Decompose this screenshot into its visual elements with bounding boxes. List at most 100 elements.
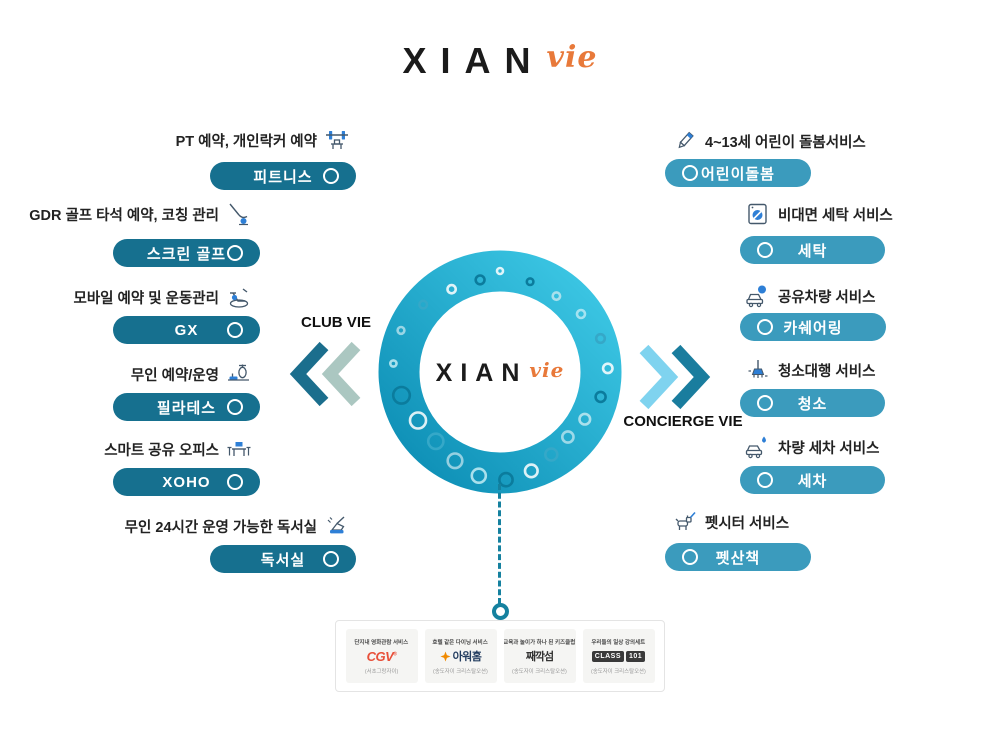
service-desc: 무인 24시간 운영 가능한 독서실	[124, 519, 317, 536]
brand-logo: XIANvie	[0, 40, 1000, 82]
pet-walk-button[interactable]: 펫산책	[665, 543, 811, 571]
xoho-button[interactable]: XOHO	[113, 468, 260, 496]
crayon-icon	[678, 131, 694, 149]
carshare-button[interactable]: 카쉐어링	[740, 313, 886, 341]
connector-endpoint-icon	[491, 603, 509, 620]
service-label-pilates: 무인 예약/운영	[131, 362, 252, 386]
cleaning-button[interactable]: 청소	[740, 389, 885, 417]
service-label-golf: GDR 골프 타석 예약, 코칭 관리	[29, 202, 252, 226]
button-ring-icon	[227, 322, 243, 338]
button-ring-icon	[227, 245, 243, 261]
concierge-vie-label: CONCIERGE VIE	[623, 413, 743, 430]
partner-caption: 교육과 놀이가 하나 된 키즈클럽	[503, 640, 576, 646]
fitness-icon	[326, 131, 348, 149]
service-desc: 4~13세 어린이 돌봄서비스	[705, 134, 866, 151]
brand-accent: vie	[546, 40, 598, 75]
center-brand-wordmark: XIAN	[435, 358, 528, 387]
partner-location: (송도자이 크리스탈오션)	[591, 669, 646, 675]
button-ring-icon	[757, 242, 773, 258]
ourhome-logo: 아워홈	[452, 651, 482, 663]
desk-icon	[227, 442, 251, 456]
fitness-button[interactable]: 피트니스	[210, 162, 356, 190]
golf-icon	[229, 203, 248, 226]
service-desc: GDR 골프 타석 예약, 코칭 관리	[29, 207, 219, 224]
carwash-button-label: 세차	[797, 472, 828, 490]
study-icon	[327, 516, 345, 534]
service-desc: PT 예약, 개인락커 예약	[175, 133, 317, 150]
pilates-button[interactable]: 필라테스	[113, 393, 260, 421]
partners-strip: 단지내 영화관람 서비스 CGV® (서초그랑자이) 호텔 같은 다이닝 서비스…	[335, 620, 665, 692]
cleaning-icon	[748, 360, 768, 378]
center-brand-accent: vie	[529, 357, 565, 382]
cgv-logo: CGV®	[366, 648, 397, 664]
ring-dots-decoration	[388, 266, 614, 488]
pilates-icon	[228, 364, 249, 381]
concierge-chevrons-icon	[639, 344, 711, 410]
carshare-button-label: 카쉐어링	[783, 319, 843, 337]
service-desc: 청소대행 서비스	[778, 363, 876, 380]
button-ring-icon	[323, 168, 339, 184]
button-ring-icon	[757, 472, 773, 488]
service-label-gx: 모바일 예약 및 운동관리	[74, 285, 253, 309]
service-desc: 무인 예약/운영	[130, 367, 219, 384]
carwash-icon	[745, 436, 766, 459]
service-label-pet: 펫시터 서비스	[672, 510, 789, 534]
laundry-icon	[748, 203, 767, 225]
club-vie-label: CLUB VIE	[300, 314, 371, 331]
partner-card-jjackkak: 교육과 놀이가 하나 된 키즈클럽 째깍섬 (송도자이 크리스탈오션)	[503, 629, 576, 683]
childcare-button-label: 어린이돌봄	[700, 165, 775, 183]
brand-wordmark: XIAN	[402, 40, 545, 81]
partner-caption: 단지내 영화관람 서비스	[354, 640, 409, 646]
fitness-button-label: 피트니스	[253, 168, 313, 186]
button-ring-icon	[682, 549, 698, 565]
service-label-carwash: 차량 세차 서비스	[745, 435, 879, 459]
service-label-laundry: 비대면 세탁 서비스	[745, 202, 893, 226]
class101-logo: CLASS 101	[591, 649, 646, 663]
gx-button[interactable]: GX	[113, 316, 260, 344]
carwash-button[interactable]: 세차	[740, 466, 885, 494]
partner-location: (송도자이 크리스탈오션)	[433, 669, 488, 675]
pilates-button-label: 필라테스	[156, 399, 217, 417]
xoho-button-label: XOHO	[162, 473, 211, 491]
connector-dashed-line	[498, 484, 501, 604]
partner-card-ourhome: 호텔 같은 다이닝 서비스 아워홈 (송도자이 크리스탈오션)	[424, 629, 497, 683]
button-ring-icon	[323, 551, 339, 567]
service-label-study: 무인 24시간 운영 가능한 독서실	[125, 514, 350, 538]
study-room-button[interactable]: 독서실	[210, 545, 356, 573]
screen-golf-button[interactable]: 스크린 골프	[113, 239, 260, 267]
service-desc: 공유차량 서비스	[778, 289, 876, 306]
button-ring-icon	[227, 474, 243, 490]
gx-button-label: GX	[174, 321, 199, 339]
cleaning-button-label: 청소	[797, 395, 828, 413]
service-desc: 스마트 공유 오피스	[104, 442, 219, 459]
ourhome-star-icon	[440, 650, 451, 662]
partner-caption: 호텔 같은 다이닝 서비스	[432, 640, 489, 646]
jjackkak-island-logo: 째깍섬	[525, 651, 554, 663]
study-room-button-label: 독서실	[260, 551, 306, 569]
partner-location: (서초그랑자이)	[364, 669, 399, 675]
service-desc: 차량 세차 서비스	[778, 440, 880, 457]
button-ring-icon	[682, 165, 698, 181]
laundry-button[interactable]: 세탁	[740, 236, 885, 264]
childcare-button[interactable]: 어린이돌봄	[665, 159, 811, 187]
service-label-childcare: 4~13세 어린이 돌봄서비스	[672, 129, 866, 153]
partner-card-cgv: 단지내 영화관람 서비스 CGV® (서초그랑자이)	[345, 629, 418, 683]
service-label-fitness: PT 예약, 개인락커 예약	[176, 128, 350, 152]
car-icon	[746, 285, 766, 308]
center-ring	[378, 250, 622, 494]
laundry-button-label: 세탁	[797, 242, 828, 260]
partner-location: (송도자이 크리스탈오션)	[512, 669, 567, 675]
partner-caption: 우리들의 일상 강의세트	[591, 640, 646, 646]
service-desc: 펫시터 서비스	[705, 515, 790, 532]
button-ring-icon	[757, 319, 773, 335]
service-desc: 비대면 세탁 서비스	[778, 207, 893, 224]
pet-walk-button-label: 펫산책	[715, 549, 761, 567]
service-desc: 모바일 예약 및 운동관리	[73, 290, 220, 307]
screen-golf-button-label: 스크린 골프	[146, 245, 227, 263]
pet-icon	[675, 511, 696, 530]
club-chevrons-icon	[289, 341, 361, 407]
service-label-xoho: 스마트 공유 오피스	[104, 437, 252, 461]
service-label-cleaning: 청소대행 서비스	[745, 358, 875, 382]
